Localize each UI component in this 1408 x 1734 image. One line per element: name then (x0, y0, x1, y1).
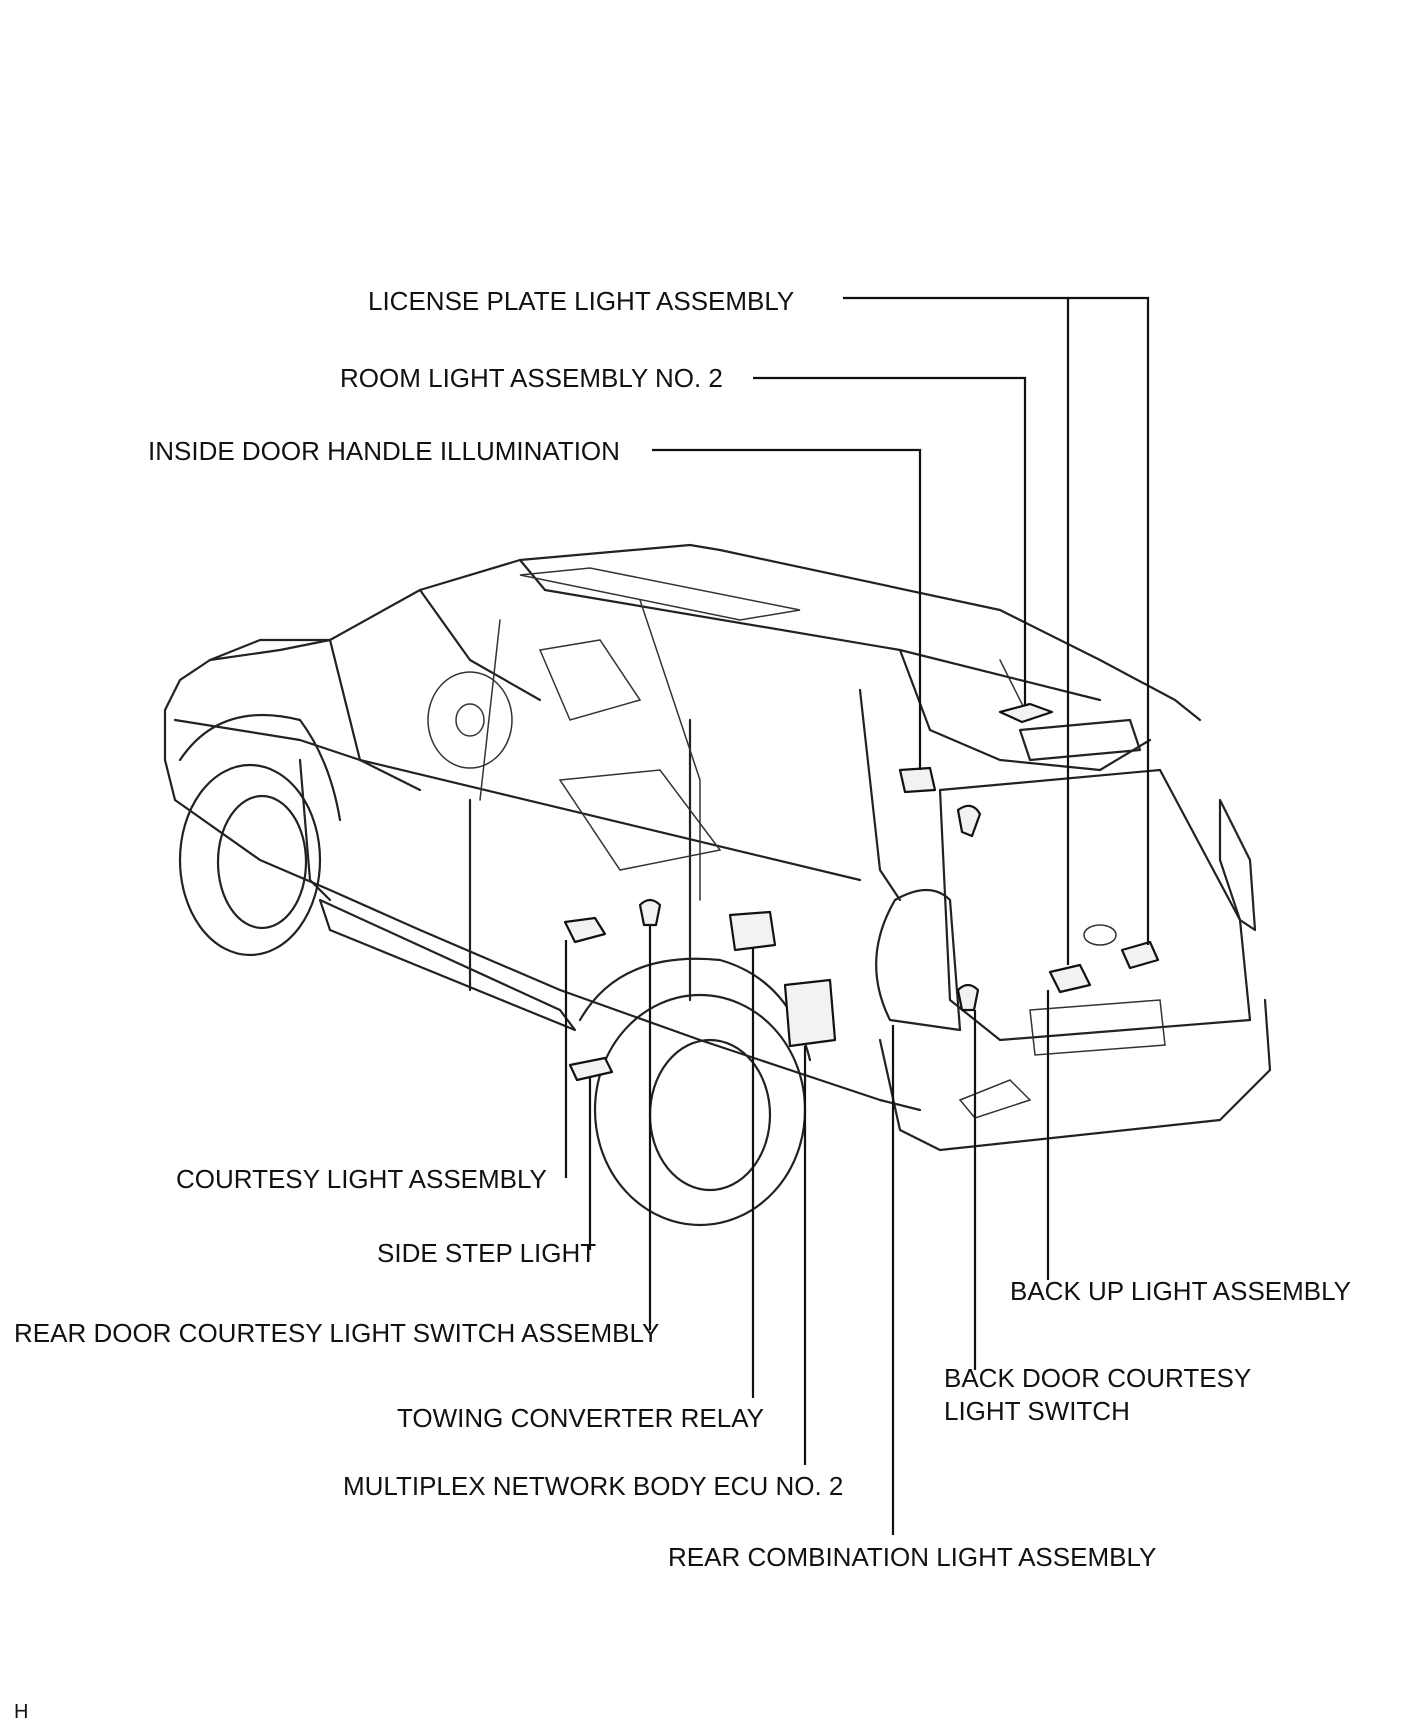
courtesy-light-assembly-part (563, 916, 607, 944)
label-towing-converter-relay: TOWING CONVERTER RELAY (397, 1403, 764, 1433)
label-courtesy-light-assembly: COURTESY LIGHT ASSEMBLY (176, 1164, 547, 1194)
label-room-light-assembly-no2: ROOM LIGHT ASSEMBLY NO. 2 (340, 363, 723, 393)
label-back-door-courtesy-light-switch-line1: BACK DOOR COURTESY (944, 1363, 1251, 1393)
back-door-courtesy-switch-upper-part (956, 804, 982, 838)
back-door-courtesy-switch-part (956, 983, 980, 1012)
label-multiplex-network-body-ecu-no2: MULTIPLEX NETWORK BODY ECU NO. 2 (343, 1471, 843, 1501)
label-rear-combination-light-assembly: REAR COMBINATION LIGHT ASSEMBLY (668, 1542, 1156, 1572)
rear-door-courtesy-switch-part (638, 898, 662, 927)
callout-labels: LICENSE PLATE LIGHT ASSEMBLY ROOM LIGHT … (14, 286, 1351, 1723)
leader-lines (564, 296, 1150, 1535)
license-plate-light-assembly-part (1120, 940, 1160, 970)
components (563, 702, 1160, 1082)
towing-converter-relay-part (728, 910, 777, 952)
back-up-light-assembly-part (1048, 963, 1092, 994)
room-light-assembly-no2-part (998, 702, 1054, 724)
label-inside-door-handle-illumination: INSIDE DOOR HANDLE ILLUMINATION (148, 436, 620, 466)
vehicle-illustration (163, 543, 1272, 1227)
label-back-up-light-assembly: BACK UP LIGHT ASSEMBLY (1010, 1276, 1351, 1306)
label-back-door-courtesy-light-switch-line2: LIGHT SWITCH (944, 1396, 1130, 1426)
inside-door-handle-illumination-part (898, 766, 937, 794)
side-step-light-part (568, 1056, 614, 1082)
label-license-plate-light-assembly: LICENSE PLATE LIGHT ASSEMBLY (368, 286, 794, 316)
corner-mark: H (14, 1701, 28, 1723)
label-rear-door-courtesy-light-switch-assembly: REAR DOOR COURTESY LIGHT SWITCH ASSEMBLY (14, 1318, 659, 1348)
label-side-step-light: SIDE STEP LIGHT (377, 1238, 596, 1268)
multiplex-network-ecu-part (783, 978, 837, 1048)
